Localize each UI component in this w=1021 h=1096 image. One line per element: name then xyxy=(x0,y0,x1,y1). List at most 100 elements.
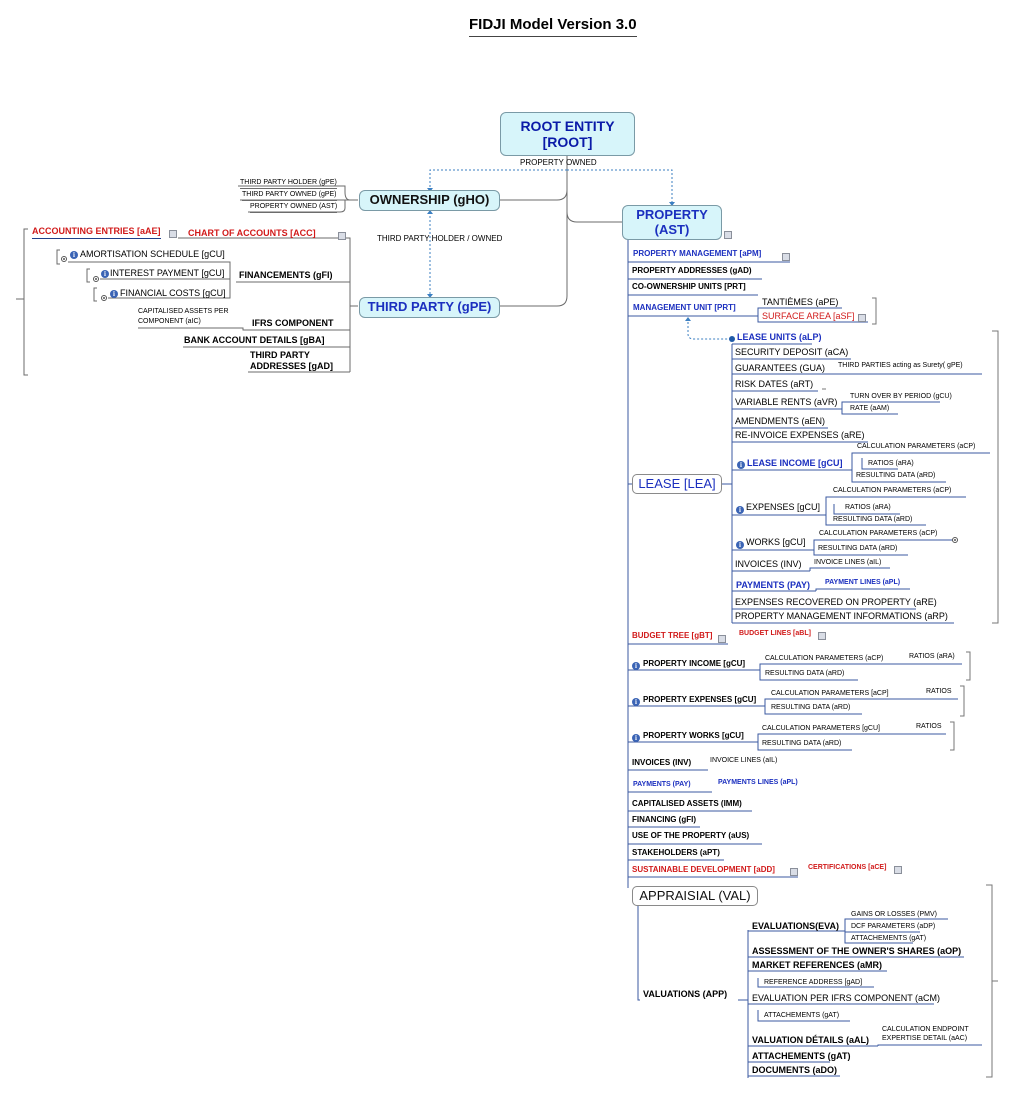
pe-ratios-node[interactable]: RATIOS xyxy=(926,688,952,695)
tantiemes-node[interactable]: TANTIÈMES (aPE) xyxy=(762,297,839,307)
li-calc-node[interactable]: CALCULATION PARAMETERS (aCP) xyxy=(857,443,976,450)
note-icon xyxy=(858,314,866,322)
ifrs-component-node[interactable]: IFRS COMPONENT xyxy=(252,318,334,328)
surface-area-node[interactable]: SURFACE AREA [aSF] xyxy=(762,311,855,321)
expand-icon[interactable] xyxy=(93,276,99,282)
rate-node[interactable]: RATE (aAM) xyxy=(850,405,890,412)
reinvoice-node[interactable]: RE-INVOICE EXPENSES (aRE) xyxy=(735,430,865,440)
pw-result-node[interactable]: RESULTING DATA (aRD) xyxy=(762,740,842,747)
pe-calc-node[interactable]: CALCULATION PARAMETERS [aCP] xyxy=(771,690,889,697)
security-deposit-node[interactable]: SECURITY DEPOSIT (aCA) xyxy=(735,347,849,357)
root-entity-node[interactable]: ROOT ENTITY [ROOT] xyxy=(500,112,635,156)
wo-calc-node[interactable]: CALCULATION PARAMETERS (aCP) xyxy=(819,530,938,537)
property-works-node[interactable]: PROPERTY WORKS [gCU] xyxy=(643,731,744,740)
pe-result-node[interactable]: RESULTING DATA (aRD) xyxy=(771,704,851,711)
risk-dates-node[interactable]: RISK DATES (aRT) xyxy=(735,379,814,389)
coownership-node[interactable]: CO-OWNERSHIP UNITS [PRT] xyxy=(632,282,746,291)
diagram-title: FIDJI Model Version 3.0 xyxy=(469,16,637,37)
turnover-node[interactable]: TURN OVER BY PERIOD (gCU) xyxy=(850,393,952,400)
gains-losses-node[interactable]: GAINS OR LOSSES (PMV) xyxy=(851,911,937,918)
expand-icon[interactable] xyxy=(101,295,107,301)
pw-ratios-node[interactable]: RATIOS xyxy=(916,723,942,730)
amortisation-node[interactable]: AMORTISATION SCHEDULE [gCU] xyxy=(80,249,225,259)
endpoint-label-1: CALCULATION ENDPOINT xyxy=(882,1026,969,1033)
li-ratios-node[interactable]: RATIOS (aRA) xyxy=(868,460,914,467)
tp-addresses-node[interactable]: ADDRESSES [gAD] xyxy=(250,361,334,371)
lease-invoices-node[interactable]: INVOICES (INV) xyxy=(735,559,802,569)
evaluation-ifrs-node[interactable]: EVALUATION PER IFRS COMPONENT (aCM) xyxy=(752,993,941,1003)
link-dot-icon xyxy=(729,336,735,342)
pi-result-node[interactable]: RESULTING DATA (aRD) xyxy=(765,670,845,677)
ownership-node[interactable]: OWNERSHIP (gHO) xyxy=(359,190,500,211)
property-invoices-node[interactable]: INVOICES (INV) xyxy=(632,758,692,767)
wo-result-node[interactable]: RESULTING DATA (aRD) xyxy=(818,545,898,552)
attachements-1-node[interactable]: ATTACHEMENTS (gAT) xyxy=(851,935,927,942)
stakeholders-node[interactable]: STAKEHOLDERS (aPT) xyxy=(632,848,720,857)
interest-payment-node[interactable]: INTEREST PAYMENT [gCU] xyxy=(110,268,225,278)
lease-node[interactable]: LEASE [LEA] xyxy=(632,474,722,494)
li-result-node[interactable]: RESULTING DATA (aRD) xyxy=(856,472,936,479)
endpoint-label-2[interactable]: EXPERTISE DETAIL (aAC) xyxy=(882,1035,968,1042)
sustainable-development-node[interactable]: SUSTAINABLE DEVELOPMENT [aDD] xyxy=(632,865,775,874)
financial-costs-node[interactable]: FINANCIAL COSTS [gCU] xyxy=(120,288,226,298)
ownership-item: PROPERTY OWNED (AST) xyxy=(250,203,338,213)
info-icon: i xyxy=(101,270,109,278)
budget-lines-node[interactable]: BUDGET LINES [aBL] xyxy=(739,630,811,637)
pi-ratios-node[interactable]: RATIOS (aRA) xyxy=(909,653,955,660)
use-of-property-node[interactable]: USE OF THE PROPERTY (aUS) xyxy=(632,831,750,840)
evaluations-node[interactable]: EVALUATIONS(EVA) xyxy=(752,921,839,931)
variable-rents-node[interactable]: VARIABLE RENTS (aVR) xyxy=(735,397,838,407)
appraisal-label: APPRAISIAL (VAL) xyxy=(639,887,751,903)
lease-units-node[interactable]: LEASE UNITS (aLP) xyxy=(737,332,822,342)
property-expenses-node[interactable]: PROPERTY EXPENSES [gCU] xyxy=(643,695,757,704)
property-income-node[interactable]: PROPERTY INCOME [gCU] xyxy=(643,659,746,668)
accounting-entries-node[interactable]: ACCOUNTING ENTRIES [aAE] xyxy=(32,226,161,239)
guarantees-node[interactable]: GUARANTEES (GUA) xyxy=(735,363,826,373)
assessment-node[interactable]: ASSESSMENT OF THE OWNER'S SHARES (aOP) xyxy=(752,946,962,956)
property-payment-lines-node[interactable]: PAYMENTS LINES (aPL) xyxy=(718,779,798,786)
property-addresses-node[interactable]: PROPERTY ADDRESSES (gAD) xyxy=(632,266,752,275)
market-references-node[interactable]: MARKET REFERENCES (aMR) xyxy=(752,960,883,970)
valuation-details-node[interactable]: VALUATION DÉTAILS (aAL) xyxy=(752,1035,869,1045)
expand-icon[interactable] xyxy=(952,537,958,543)
property-invoice-lines-node[interactable]: INVOICE LINES (aIL) xyxy=(710,757,778,764)
property-management-node[interactable]: PROPERTY MANAGEMENT [aPM] xyxy=(633,249,762,258)
third-parties-surety-node[interactable]: THIRD PARTIES acting as Surety( gPE) xyxy=(838,362,963,369)
pm-informations-node[interactable]: PROPERTY MANAGEMENT INFORMATIONS (aRP) xyxy=(735,611,948,621)
pw-calc-node[interactable]: CALCULATION PARAMETERS [gCU] xyxy=(762,725,880,732)
chart-of-accounts-node[interactable]: CHART OF ACCOUNTS [ACC] xyxy=(188,228,316,238)
ex-calc-node[interactable]: CALCULATION PARAMETERS (aCP) xyxy=(833,487,952,494)
info-icon: i xyxy=(632,734,640,742)
valuations-node[interactable]: VALUATIONS (APP) xyxy=(643,989,728,999)
financing-node[interactable]: FINANCING (gFI) xyxy=(632,815,696,824)
expenses-recovered-node[interactable]: EXPENSES RECOVERED ON PROPERTY (aRE) xyxy=(735,597,937,607)
appraisal-node[interactable]: APPRAISIAL (VAL) xyxy=(632,886,758,906)
attachements-3-node[interactable]: ATTACHEMENTS (gAT) xyxy=(752,1051,851,1061)
budget-tree-node[interactable]: BUDGET TREE [gBT] xyxy=(632,631,713,640)
property-label-1: PROPERTY xyxy=(636,206,708,222)
bank-account-node[interactable]: BANK ACCOUNT DETAILS [gBA] xyxy=(184,335,325,345)
pi-calc-node[interactable]: CALCULATION PARAMETERS (aCP) xyxy=(765,655,884,662)
property-payments-node[interactable]: PAYMENTS (PAY) xyxy=(633,781,691,788)
works-node[interactable]: WORKS [gCU] xyxy=(746,537,806,547)
financements-node[interactable]: FINANCEMENTS (gFI) xyxy=(239,270,333,280)
capitalised-assets-node[interactable]: CAPITALISED ASSETS (IMM) xyxy=(632,799,742,808)
ex-ratios-node[interactable]: RATIOS (aRA) xyxy=(845,504,891,511)
lease-invoice-lines-node[interactable]: INVOICE LINES (aIL) xyxy=(814,559,882,566)
lease-income-node[interactable]: LEASE INCOME [gCU] xyxy=(747,458,843,468)
amendments-node[interactable]: AMENDMENTS (aEN) xyxy=(735,416,826,426)
dcf-parameters-node[interactable]: DCF PARAMETERS (aDP) xyxy=(851,923,936,930)
lease-payment-lines-node[interactable]: PAYMENT LINES (aPL) xyxy=(825,579,901,586)
certifications-node[interactable]: CERTIFICATIONS [aCE] xyxy=(808,864,887,871)
expenses-node[interactable]: EXPENSES [gCU] xyxy=(746,502,821,512)
third-party-node[interactable]: THIRD PARTY (gPE) xyxy=(359,297,500,318)
property-node[interactable]: PROPERTY (AST) xyxy=(622,205,722,240)
documents-node[interactable]: DOCUMENTS (aDO) xyxy=(752,1065,837,1075)
ex-result-node[interactable]: RESULTING DATA (aRD) xyxy=(833,516,913,523)
property-owned-label: PROPERTY OWNED xyxy=(520,158,597,167)
expand-icon[interactable] xyxy=(61,256,67,262)
lease-payments-node[interactable]: PAYMENTS (PAY) xyxy=(736,580,811,590)
reference-address-node[interactable]: REFERENCE ADDRESS [gAD] xyxy=(764,979,863,986)
management-unit-node[interactable]: MANAGEMENT UNIT [PRT] xyxy=(633,303,736,312)
attachements-2-node[interactable]: ATTACHEMENTS (gAT) xyxy=(764,1012,840,1019)
